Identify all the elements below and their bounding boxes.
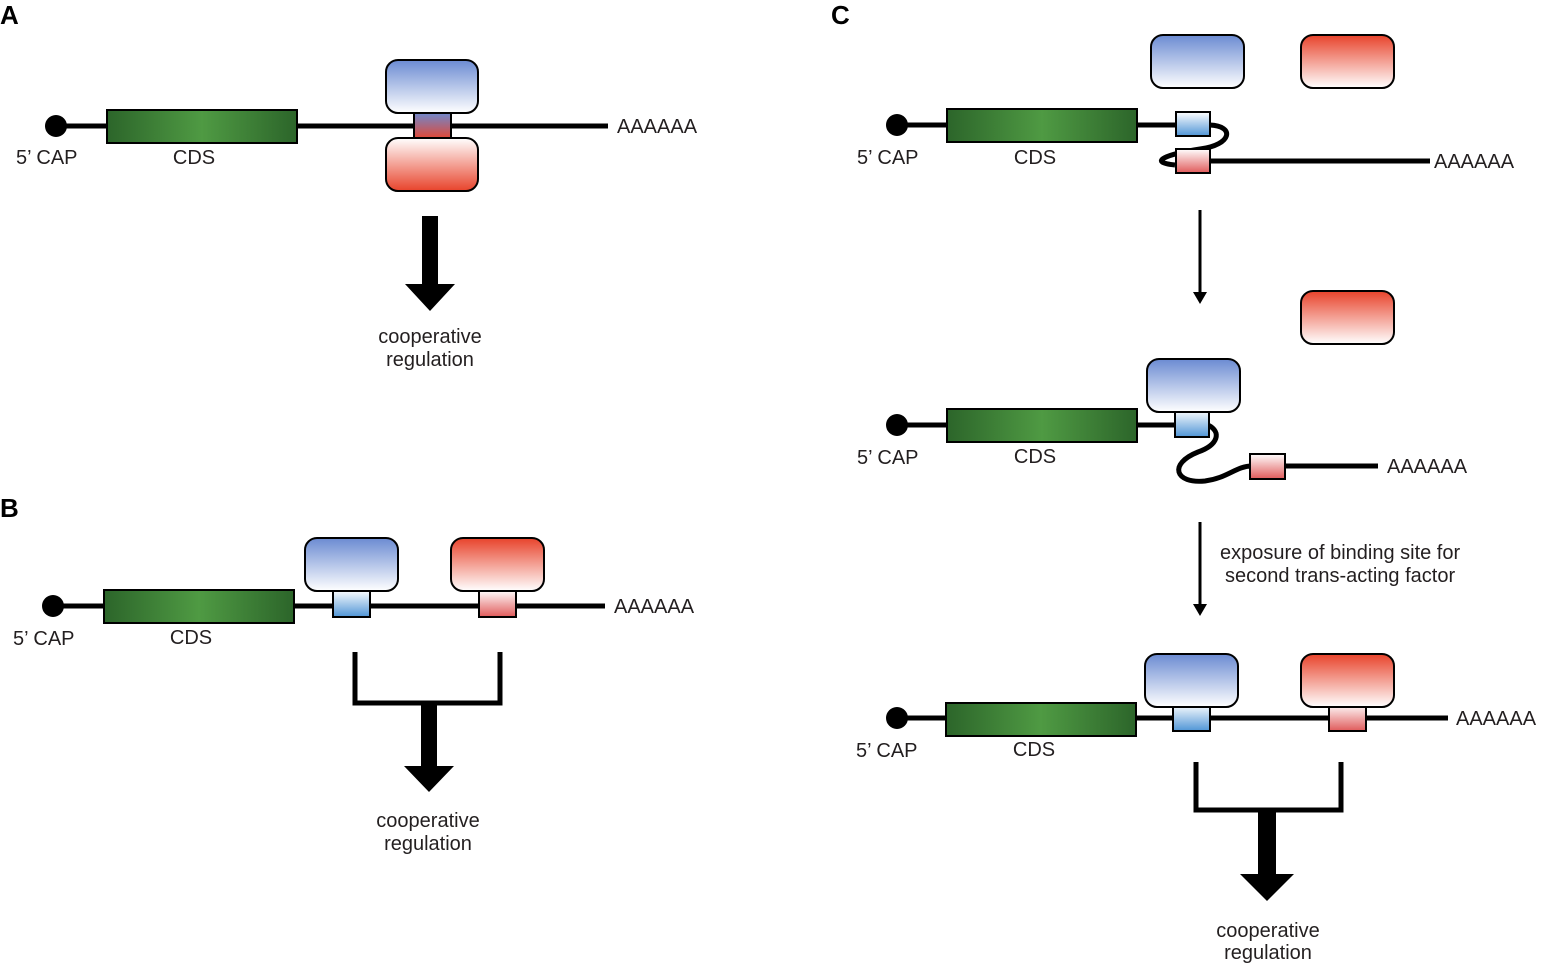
arrow-down-icon <box>1193 604 1207 616</box>
red-binding-site-hidden <box>1175 148 1211 174</box>
cap-label: 5’ CAP <box>13 628 75 650</box>
five-prime-cap-icon <box>42 595 64 617</box>
free-red-factor <box>1300 290 1395 345</box>
down-arrow-icon <box>1240 810 1294 901</box>
step-2-first-bound: 5’ CAP CDS AAAAAA <box>857 290 1468 484</box>
cds-label: CDS <box>173 147 215 169</box>
transition-line-2: second trans-acting factor <box>1225 565 1455 587</box>
blue-trans-acting-factor <box>304 537 399 592</box>
arrow-down-icon <box>1193 292 1207 304</box>
merge-bracket <box>1193 762 1344 901</box>
free-red-factor <box>1300 34 1395 89</box>
polya-label: AAAAAA <box>1434 151 1515 173</box>
bound-blue-factor <box>1144 653 1239 708</box>
outcome-line-2: regulation <box>386 349 474 371</box>
blue-binding-site <box>1172 703 1211 732</box>
panel-c: C 5’ CAP CDS AAAAAA <box>831 0 1537 964</box>
red-binding-site-exposed <box>1249 453 1286 480</box>
down-arrow-icon <box>404 703 454 792</box>
cds-box <box>946 408 1138 443</box>
transition-line-1: exposure of binding site for <box>1220 542 1460 564</box>
down-arrow-icon <box>405 216 455 311</box>
blue-binding-site <box>1174 409 1210 438</box>
step-arrow-2 <box>1193 522 1207 616</box>
five-prime-cap-icon <box>45 115 67 137</box>
cds-label: CDS <box>1014 446 1056 468</box>
free-blue-factor <box>1150 34 1245 89</box>
polya-label: AAAAAA <box>1456 708 1537 730</box>
step-3-both-bound: 5’ CAP CDS AAAAAA <box>856 653 1537 762</box>
cap-label: 5’ CAP <box>857 147 919 169</box>
cds-label: CDS <box>170 627 212 649</box>
blue-trans-acting-factor <box>385 59 479 114</box>
polya-label: AAAAAA <box>617 116 698 138</box>
cds-box <box>103 589 295 624</box>
five-prime-cap-icon <box>886 414 908 436</box>
outcome-line-2: regulation <box>384 833 472 855</box>
bound-red-factor <box>1300 653 1395 708</box>
panel-letter-a: A <box>0 0 19 30</box>
step-arrow-1 <box>1193 210 1207 304</box>
bound-blue-factor <box>1146 358 1241 413</box>
blue-binding-site <box>332 589 371 618</box>
cds-box <box>945 702 1137 737</box>
panel-a: A 5’ CAP CDS AAAAAA cooperative regulati… <box>0 0 698 371</box>
panel-letter-c: C <box>831 0 850 30</box>
panel-letter-b: B <box>0 493 19 523</box>
cap-label: 5’ CAP <box>857 447 919 469</box>
five-prime-cap-icon <box>886 707 908 729</box>
outcome-line-2: regulation <box>1224 942 1312 964</box>
cds-box <box>106 109 298 144</box>
mrna-loop <box>1176 422 1253 484</box>
outcome-line-1: cooperative <box>376 810 479 832</box>
cap-label: 5’ CAP <box>856 740 918 762</box>
red-trans-acting-factor <box>450 537 545 592</box>
step-1-folded: 5’ CAP CDS AAAAAA <box>857 34 1515 174</box>
cds-label: CDS <box>1014 147 1056 169</box>
five-prime-cap-icon <box>886 114 908 136</box>
outcome-line-1: cooperative <box>1216 920 1319 942</box>
red-binding-site <box>478 589 517 618</box>
red-binding-site <box>1328 703 1367 732</box>
outcome-line-1: cooperative <box>378 326 481 348</box>
blue-binding-site <box>1175 111 1211 137</box>
panel-b: B 5’ CAP CDS AAAAAA cooperative regulati… <box>0 493 695 855</box>
merge-bracket <box>352 652 503 792</box>
shared-binding-site <box>413 111 452 141</box>
polya-label: AAAAAA <box>614 596 695 618</box>
red-trans-acting-factor <box>385 137 479 192</box>
polya-label: AAAAAA <box>1387 456 1468 478</box>
cds-box <box>946 108 1138 143</box>
cap-label: 5’ CAP <box>16 147 78 169</box>
cds-label: CDS <box>1013 739 1055 761</box>
